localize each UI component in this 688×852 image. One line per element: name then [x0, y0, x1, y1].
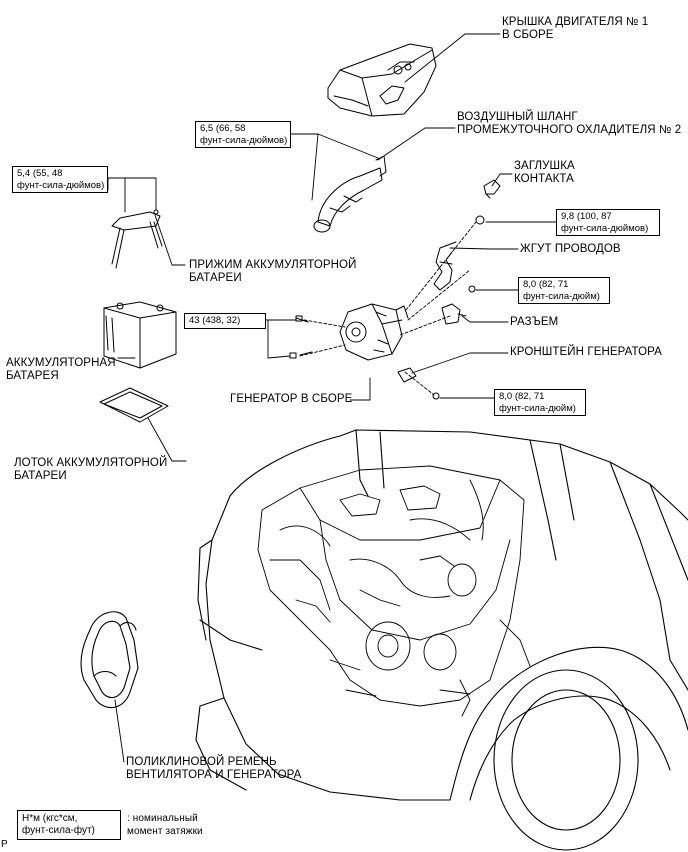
battery-drawing: [103, 301, 177, 369]
corner-mark: P: [1, 839, 8, 850]
label-wire-harness: ЖГУТ ПРОВОДОВ: [520, 243, 621, 255]
label-generator-bracket: КРОНШТЕЙН ГЕНЕРАТОРА: [510, 346, 662, 358]
legend-torque-units: Н*м (кгс*см,фунт-сила-фут): [17, 810, 121, 840]
generator-drawing: [289, 303, 409, 361]
engine-bay-drawing: [257, 465, 531, 717]
battery-tray-drawing: [99, 387, 169, 423]
torque-box-generator-bolts: 43 (438, 32): [184, 313, 266, 329]
generator-bracket-drawing: [397, 367, 440, 400]
intercooler-hose-drawing: [313, 155, 387, 233]
contact-plug-drawing: [483, 179, 501, 199]
car-body-drawing: [195, 429, 688, 851]
battery-clamp-drawing: [111, 209, 163, 269]
wire-harness-drawing: [433, 215, 485, 325]
leader-lines: [107, 33, 557, 763]
engine-cover-drawing: [327, 43, 437, 117]
label-connector: РАЗЪЕМ: [510, 316, 559, 328]
label-generator-assembly: ГЕНЕРАТОР В СБОРЕ: [230, 393, 353, 405]
serpentine-belt-drawing: [80, 611, 139, 709]
